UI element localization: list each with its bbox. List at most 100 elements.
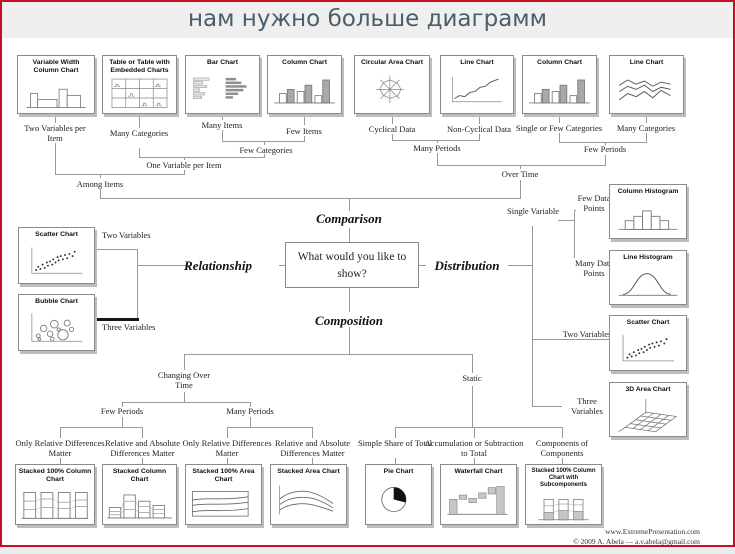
decision-label: Only Relative Differences Matter	[15, 438, 105, 459]
connector-line	[574, 210, 575, 274]
connector-line	[520, 165, 521, 169]
connector-line	[392, 134, 393, 141]
connector-line	[472, 386, 473, 427]
connector-line	[395, 427, 563, 428]
table-with-embedded-charts-icon	[111, 79, 168, 109]
decision-label: Components of Components	[535, 438, 589, 459]
chart-node-pie: Pie Chart	[365, 464, 432, 525]
stacked-100-column-chart-icon	[21, 492, 89, 520]
decision-label: Relative and Absolute Differences Matter	[274, 438, 351, 459]
connector-line	[304, 114, 305, 125]
central-question-text: What would you like to show?	[297, 251, 407, 280]
decision-label: Many Categories	[109, 128, 169, 138]
scatter-chart-icon	[31, 247, 83, 274]
branch-relationship: Relationship	[184, 258, 252, 273]
connector-line	[437, 165, 606, 166]
connector-line	[100, 189, 101, 198]
connector-line	[646, 114, 647, 123]
stacked-100-column-subcomponents-icon	[538, 498, 589, 520]
connector-line	[474, 427, 475, 438]
chart-node-3d-area: 3D Area Chart	[609, 382, 687, 437]
connector-line	[392, 140, 480, 141]
decision-label: Few Items	[286, 126, 322, 136]
connector-line	[349, 327, 350, 354]
chart-title: Table or Table with Embedded Charts	[109, 59, 170, 75]
decision-label: Two Variables per Item	[24, 123, 86, 144]
decision-label: Only Relative Differences Matter	[182, 438, 272, 459]
connector-line	[139, 157, 265, 158]
chart-title: Column Chart	[537, 59, 582, 66]
column-chart-icon	[528, 79, 591, 104]
header-bar: нам нужно больше диаграмм	[2, 2, 733, 38]
connector-line	[520, 180, 521, 198]
connector-line	[605, 155, 606, 165]
connector-line	[304, 136, 305, 141]
decision-label: Relative and Absolute Differences Matter	[104, 438, 181, 459]
connector-line	[472, 354, 473, 373]
decision-label: Few Data Points	[576, 193, 612, 214]
connector-line	[279, 265, 285, 266]
junction-label-few-periods: Few Periods	[583, 144, 627, 154]
chart-node-stacked-column: Stacked Column Chart	[102, 464, 177, 525]
chart-node-waterfall: Waterfall Chart	[440, 464, 517, 525]
connector-line	[562, 458, 563, 464]
chart-title: Column Histogram	[617, 188, 679, 195]
chart-node-stacked-area: Stacked Area Chart	[270, 464, 347, 525]
decision-label: Three Variables	[562, 396, 612, 417]
connector-line	[55, 174, 185, 175]
connector-line	[349, 228, 350, 242]
connector-line	[139, 114, 140, 128]
decision-label: Cyclical Data	[368, 124, 416, 134]
connector-line	[605, 142, 606, 145]
decision-label-single-variable: Single Variable	[503, 206, 563, 217]
waterfall-chart-icon	[446, 486, 508, 515]
chart-node-stacked-100-column: Stacked 100% Column Chart	[15, 464, 95, 525]
footer-copyright: © 2009 A. Abela — a.v.abela@gmail.com	[573, 537, 700, 546]
junction-label-one-variable: One Variable per Item	[146, 160, 222, 170]
stacked-100-area-chart-icon	[192, 491, 249, 517]
decision-label: Simple Share of Total	[357, 438, 433, 448]
chart-title: Stacked Column Chart	[112, 468, 167, 484]
connector-line	[142, 427, 143, 438]
connector-line	[227, 458, 228, 464]
central-question-box: What would you like to show?	[285, 242, 419, 288]
page-title: нам нужно больше диаграмм	[187, 6, 548, 32]
connector-line	[139, 148, 140, 157]
chart-title: 3D Area Chart	[625, 386, 671, 393]
chart-title: Scatter Chart	[35, 231, 78, 238]
connector-line	[395, 427, 396, 438]
connector-line	[184, 157, 185, 160]
chart-title: Waterfall Chart	[454, 468, 503, 475]
connector-line	[222, 141, 305, 142]
junction-label-few-categories: Few Categories	[239, 145, 293, 155]
chart-title: Stacked 100% Column Chart with Subcompon…	[531, 468, 596, 489]
connector-line	[479, 134, 480, 141]
chart-title: Bar Chart	[207, 59, 238, 66]
connector-line	[222, 114, 223, 120]
chart-title: Circular Area Chart	[360, 59, 424, 66]
variable-width-column-chart-icon	[26, 89, 86, 109]
decision-label: Many Data Points	[574, 258, 614, 279]
column-histogram-icon	[618, 210, 678, 230]
junction-label-over-time: Over Time	[501, 169, 539, 179]
connector-line	[122, 402, 251, 403]
connector-line	[227, 427, 313, 428]
connector-line	[122, 417, 123, 427]
chart-node-bar-chart: Bar Chart	[185, 55, 260, 114]
chart-title: Line Histogram	[623, 254, 673, 261]
connector-line	[532, 226, 533, 406]
bar-chart-icon	[192, 77, 248, 100]
connector-line	[437, 140, 438, 143]
chart-node-line-chart: Line Chart	[440, 55, 514, 114]
chart-title: Line Chart	[629, 59, 664, 66]
connector-line	[559, 114, 560, 123]
column-chart-icon	[273, 79, 336, 104]
connector-line	[100, 174, 101, 178]
chart-title: Bubble Chart	[35, 298, 78, 305]
connector-line	[437, 153, 438, 165]
connector-line	[349, 288, 350, 312]
decision-label-few-periods: Few Periods	[100, 406, 144, 416]
multi-line-chart-icon	[618, 79, 671, 101]
circular-area-chart-icon	[375, 75, 404, 104]
connector-line	[55, 143, 56, 174]
